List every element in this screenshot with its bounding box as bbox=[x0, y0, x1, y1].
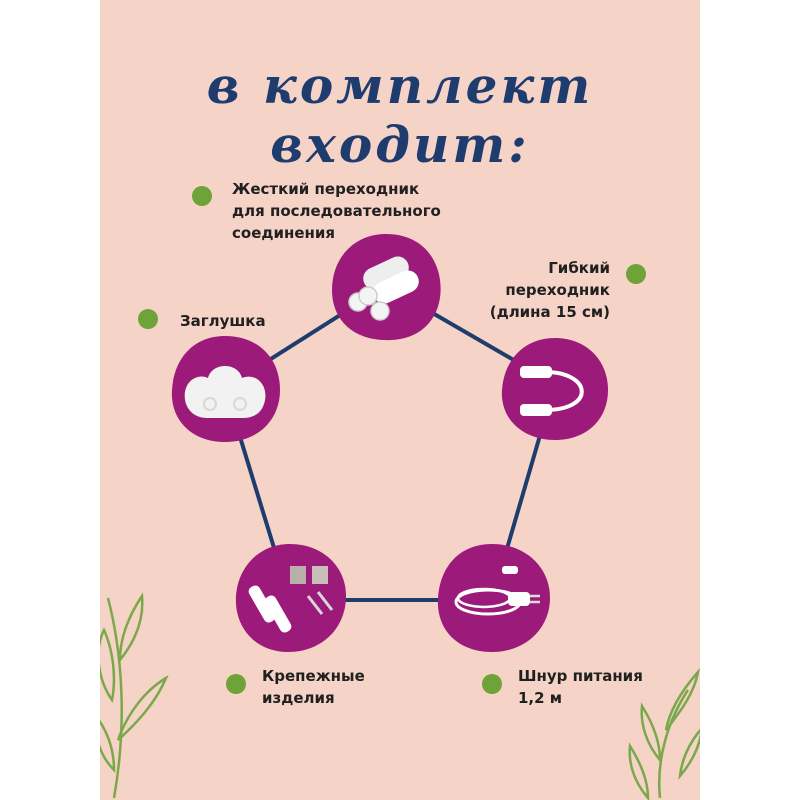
bullet-dot-power-cord bbox=[482, 674, 502, 694]
bullet-dot-rigid-connector bbox=[192, 186, 212, 206]
fasteners-icon bbox=[235, 544, 346, 652]
leaf-branch-left bbox=[100, 592, 169, 799]
bullet-dot-fasteners bbox=[226, 674, 246, 694]
label-power-cord: Шнур питания 1,2 м bbox=[518, 667, 643, 707]
rigid-connector-icon bbox=[332, 234, 441, 341]
bullet-dot-flexible-connector bbox=[626, 264, 646, 284]
power-cord-icon bbox=[437, 544, 550, 652]
infographic-panel: в комплект входит: bbox=[100, 0, 700, 800]
leaf-branch-right bbox=[628, 667, 700, 800]
label-flexible-connector: Гибкий переходник (длина 15 см) bbox=[489, 259, 610, 321]
bullet-dot-end-cap bbox=[138, 309, 158, 329]
label-rigid-connector: Жесткий переходник для последовательного… bbox=[232, 180, 441, 242]
flexible-connector-icon bbox=[501, 338, 608, 440]
page-title: в комплект входит: bbox=[206, 56, 594, 174]
kit-diagram bbox=[100, 234, 700, 800]
end-cap-icon bbox=[171, 336, 280, 442]
label-fasteners: Крепежные изделия bbox=[262, 667, 365, 707]
label-end-cap: Заглушка bbox=[180, 312, 266, 330]
